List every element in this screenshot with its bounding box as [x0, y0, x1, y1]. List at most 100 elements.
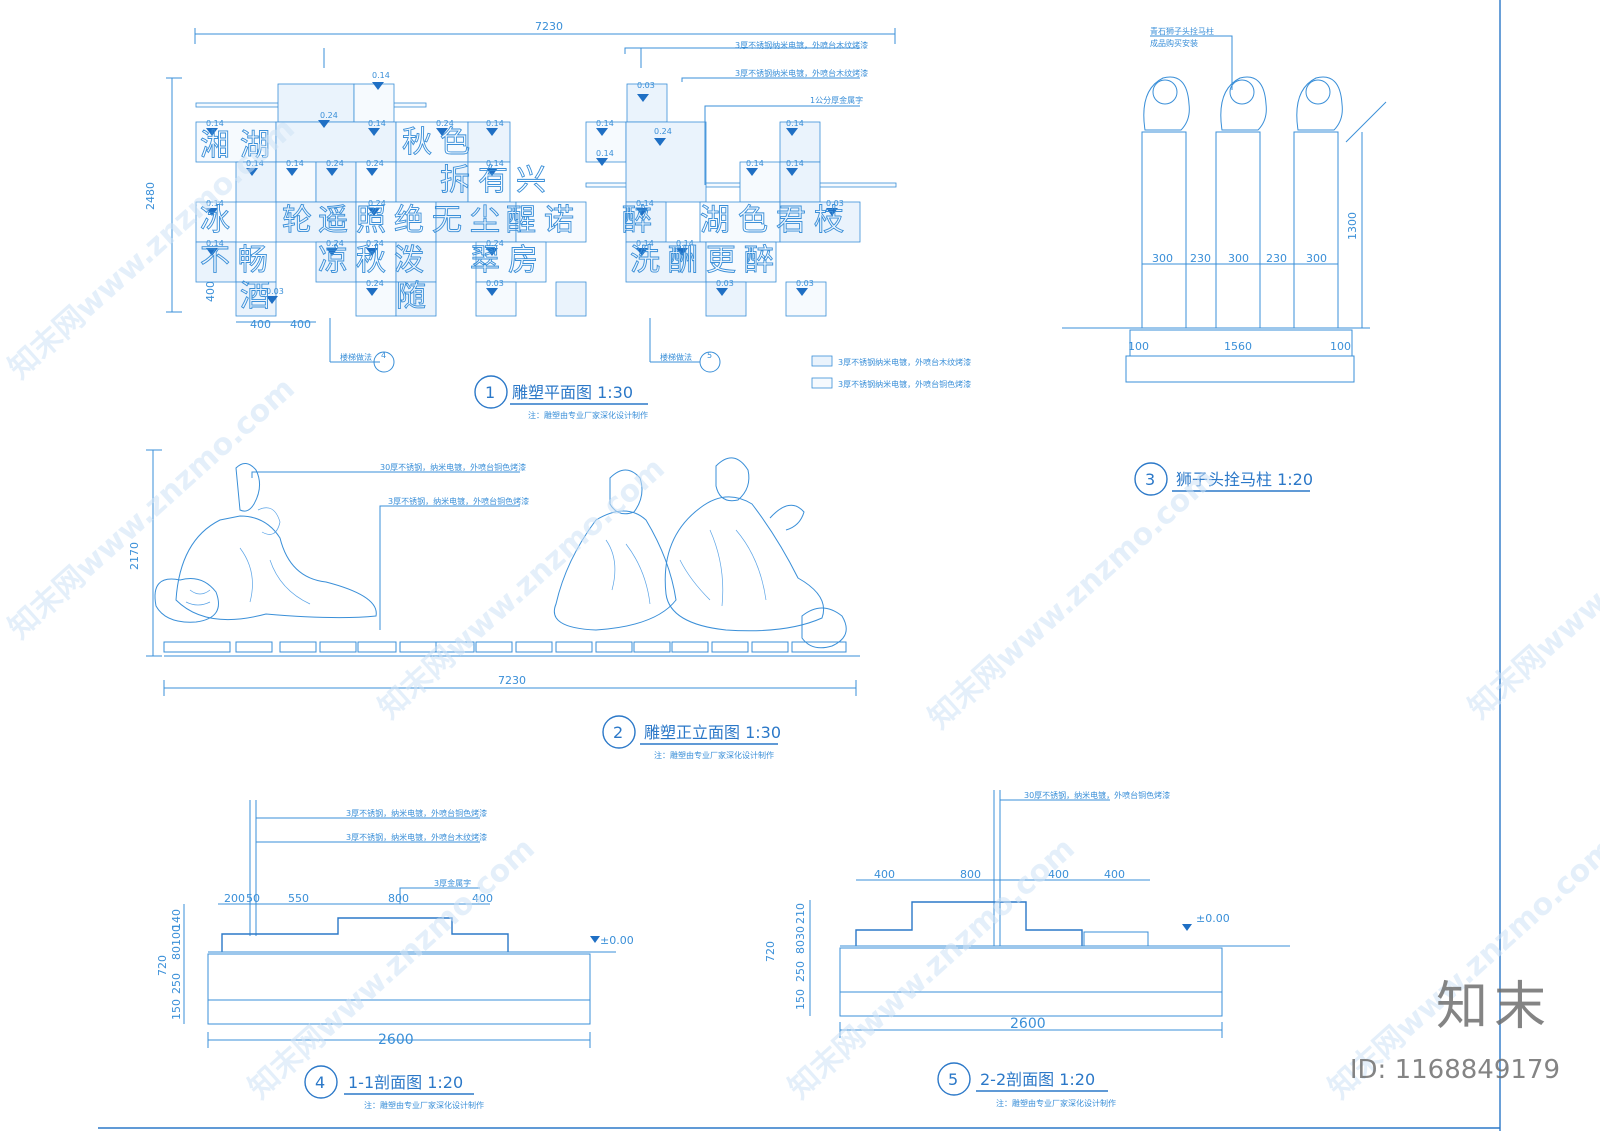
svg-text:30: 30	[794, 926, 807, 940]
svg-text:湖: 湖	[240, 128, 270, 163]
lion-gravel	[1125, 355, 1355, 383]
svg-text:3: 3	[1145, 470, 1155, 489]
svg-text:150: 150	[170, 999, 183, 1020]
svg-text:凉: 凉	[318, 243, 348, 278]
svg-text:知末网www.znzmo.com: 知末网www.znzmo.com	[242, 831, 542, 1106]
callout-5-label: 楼梯做法	[660, 352, 692, 362]
svg-text:拆: 拆	[440, 163, 470, 198]
section2-width-dim: 2600	[1010, 1016, 1046, 1032]
svg-text:秋: 秋	[402, 125, 432, 160]
svg-text:醒: 醒	[506, 203, 536, 238]
svg-text:250: 250	[170, 973, 183, 994]
plan-note-2: 3厚不锈钢纳米电镀，外喷台木纹烤漆	[735, 68, 868, 78]
svg-text:色: 色	[738, 203, 768, 238]
legend-wood: 3厚不锈钢纳米电镀，外喷台木纹烤漆	[838, 357, 971, 367]
elevation-base-tiles	[163, 641, 860, 657]
svg-text:0.14: 0.14	[596, 119, 614, 128]
section2-note-1: 30厚不锈钢，纳米电镀，外喷台铜色烤漆	[1024, 790, 1170, 800]
svg-text:0.24: 0.24	[486, 239, 504, 248]
section2-sculpture-profile	[855, 901, 1083, 946]
brand-id: ID: 1168849179	[1349, 1055, 1560, 1085]
svg-text:0.24: 0.24	[366, 159, 384, 168]
svg-text:知末网www.znzmo.com: 知末网www.znzmo.com	[782, 831, 1082, 1106]
plan-height-dim: 2480	[144, 182, 157, 210]
svg-text:房: 房	[508, 243, 538, 278]
plan-col-dim-2: 400	[290, 318, 311, 331]
svg-text:湘: 湘	[200, 128, 230, 163]
svg-text:0.14: 0.14	[206, 239, 224, 248]
lion-width-4: 230	[1266, 252, 1287, 265]
elevation-title-circle	[602, 715, 636, 749]
poet-sculpture-left	[154, 463, 377, 623]
svg-text:轮: 轮	[282, 203, 312, 238]
svg-text:君: 君	[776, 203, 806, 238]
svg-text:720: 720	[764, 941, 777, 962]
lion-height-dim: 1300	[1346, 212, 1359, 240]
svg-text:洗: 洗	[630, 243, 660, 278]
plan-note-1: 3厚不锈钢纳米电镀，外喷台木纹烤漆	[735, 40, 868, 50]
svg-text:0.14: 0.14	[372, 71, 390, 80]
svg-text:150: 150	[794, 989, 807, 1010]
svg-text:冰: 冰	[200, 203, 230, 238]
svg-text:4: 4	[381, 351, 386, 360]
svg-text:酬: 酬	[668, 243, 698, 278]
lion-width-1: 300	[1152, 252, 1173, 265]
svg-text:不: 不	[200, 243, 230, 278]
svg-text:140: 140	[170, 909, 183, 930]
svg-text:0.14: 0.14	[636, 199, 654, 208]
elevation-note-1: 30厚不锈钢，纳米电镀，外喷台铜色烤漆	[380, 462, 526, 472]
section1-title-circle	[304, 1065, 338, 1099]
plan-col-dim-1: 400	[250, 318, 271, 331]
svg-text:0.14: 0.14	[486, 119, 504, 128]
svg-text:0.14: 0.14	[596, 149, 614, 158]
elevation-note-2: 3厚不锈钢，纳米电镀，外喷台铜色烤漆	[388, 496, 529, 506]
svg-text:80: 80	[170, 946, 183, 960]
svg-text:湖: 湖	[700, 203, 730, 238]
svg-text:0.24: 0.24	[368, 199, 386, 208]
plan-level-markers: 0.14 0.03 0.14 0.24 0.14 0.24 0.14 0.14 …	[206, 71, 844, 304]
svg-text:0.14: 0.14	[746, 159, 764, 168]
svg-text:诺: 诺	[544, 203, 574, 238]
lion-heads	[1143, 76, 1343, 131]
svg-text:更: 更	[706, 243, 736, 278]
svg-text:400: 400	[1104, 868, 1125, 881]
elevation-title: 雕塑正立面图 1:30	[644, 723, 781, 742]
svg-text:0.24: 0.24	[366, 279, 384, 288]
svg-text:800: 800	[388, 892, 409, 905]
plan-width-dim: 7230	[535, 20, 563, 33]
svg-text:4: 4	[315, 1073, 325, 1092]
section2-gravel	[839, 991, 1223, 1017]
lion-base-dim: 1560	[1224, 340, 1252, 353]
svg-text:绝: 绝	[394, 203, 424, 238]
section1-subnote: 注：雕塑由专业厂家深化设计制作	[364, 1100, 484, 1110]
svg-text:畅: 畅	[238, 243, 268, 278]
svg-text:0.14: 0.14	[786, 119, 804, 128]
section1-width-dim: 2600	[378, 1032, 414, 1048]
svg-text:0.14: 0.14	[486, 159, 504, 168]
legend-copper-swatch	[811, 377, 833, 389]
svg-text:0.03: 0.03	[796, 279, 814, 288]
brand-logo: 知末	[1435, 977, 1552, 1037]
lion-title: 狮子头拴马柱 1:20	[1176, 470, 1313, 489]
lion-width-2: 230	[1190, 252, 1211, 265]
svg-text:照: 照	[356, 203, 386, 238]
plan-view: 7230 2480 400 400 400	[144, 20, 971, 420]
svg-text:知末网www.znzmo.com: 知末网www.znzmo.com	[2, 371, 302, 646]
callout-5-circle	[699, 351, 721, 373]
svg-text:0.24: 0.24	[436, 119, 454, 128]
elevation-view: 2170	[128, 449, 860, 760]
elevation-width-dim: 7230	[498, 674, 526, 687]
section1-sculpture-profile	[221, 917, 509, 952]
svg-text:0.03: 0.03	[486, 279, 504, 288]
svg-text:0.03: 0.03	[637, 81, 655, 90]
lion-post-view: 青石狮子头拴马柱 成品购买安装 300 230 300 230 300 1300…	[1062, 26, 1387, 496]
lion-post-3	[1293, 131, 1339, 329]
plan-title-circle	[474, 375, 508, 409]
svg-text:400: 400	[472, 892, 493, 905]
svg-text:0.14: 0.14	[676, 239, 694, 248]
svg-text:色: 色	[440, 125, 470, 160]
svg-text:酒: 酒	[240, 279, 270, 314]
section2-title: 2-2剖面图 1:20	[980, 1070, 1095, 1089]
lion-width-5: 300	[1306, 252, 1327, 265]
lion-width-3: 300	[1228, 252, 1249, 265]
